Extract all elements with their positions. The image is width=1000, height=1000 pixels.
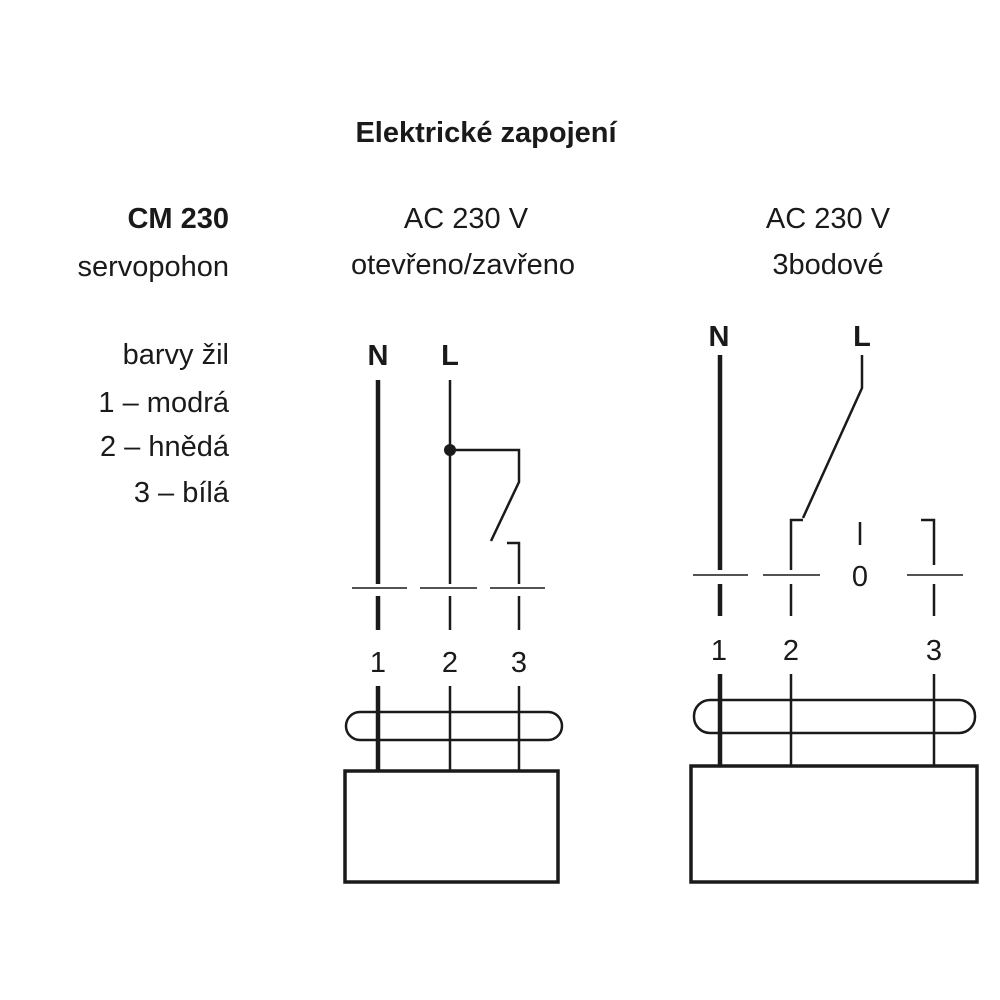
cable-sheath xyxy=(344,710,564,742)
diagram-2-mode: 3bodové xyxy=(772,249,883,281)
switch-terminal xyxy=(507,541,521,584)
wire-color-2: 2 – hnědá xyxy=(100,431,230,463)
switch-contact xyxy=(801,355,864,519)
terminal-1-label: 1 xyxy=(370,647,386,679)
actuator-box xyxy=(343,769,560,884)
terminal-1-label: 1 xyxy=(711,635,727,667)
wire-color-3: 3 – bílá xyxy=(134,477,230,509)
wire-color-1: 1 – modrá xyxy=(98,387,229,419)
diagram-open-close: AC 230 V otevřeno/zavřeno N L 1 2 3 xyxy=(343,203,575,884)
device-legend: CM 230 servopohon barvy žil 1 – modrá 2 … xyxy=(77,203,229,509)
wire-colors-heading: barvy žil xyxy=(123,339,229,371)
switch-contact xyxy=(450,448,521,542)
cable-sheath xyxy=(692,698,977,735)
zero-position-label: 0 xyxy=(852,561,868,593)
diagram-3-point: AC 230 V 3bodové N L 0 1 2 3 xyxy=(689,203,979,884)
page-title: Elektrické zapojení xyxy=(355,117,617,149)
neutral-label: N xyxy=(368,340,389,372)
device-model: CM 230 xyxy=(127,203,229,235)
live-label: L xyxy=(853,321,871,353)
neutral-label: N xyxy=(709,321,730,353)
live-label: L xyxy=(441,340,459,372)
diagram-2-voltage: AC 230 V xyxy=(766,203,891,235)
diagram-1-mode: otevřeno/zavřeno xyxy=(351,249,575,281)
switch-terminal-3 xyxy=(921,518,936,565)
switch-terminal-2 xyxy=(789,518,803,570)
terminal-2-label: 2 xyxy=(442,647,458,679)
terminal-3-label: 3 xyxy=(926,635,942,667)
device-type: servopohon xyxy=(77,251,229,283)
actuator-box xyxy=(689,764,979,884)
terminal-2-label: 2 xyxy=(783,635,799,667)
terminal-3-label: 3 xyxy=(511,647,527,679)
diagram-1-voltage: AC 230 V xyxy=(404,203,529,235)
